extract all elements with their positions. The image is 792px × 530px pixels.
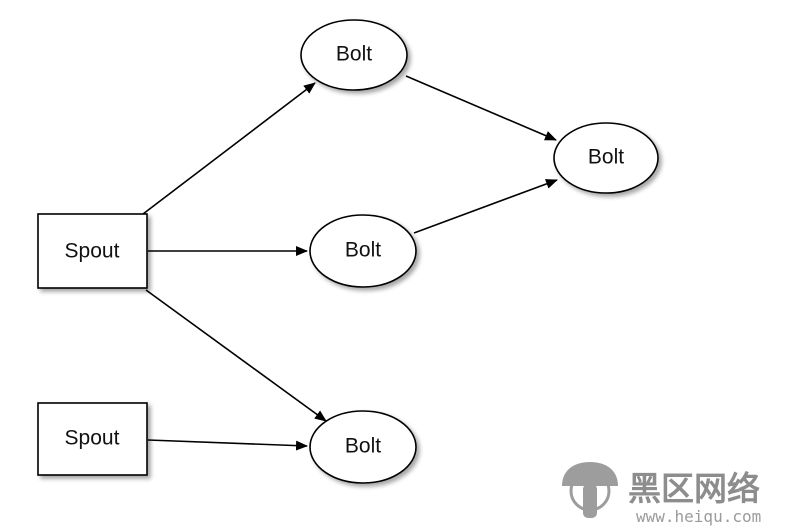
- node-bolt-right-label: Bolt: [588, 146, 624, 169]
- edge-spout2-to-bolt-bottom: [147, 439, 308, 451]
- watermark-title: 黑区网络: [628, 469, 760, 508]
- node-bolt-bottom-label: Bolt: [345, 435, 381, 458]
- edges: [142, 75, 558, 451]
- node-bolt-middle-label: Bolt: [345, 239, 381, 262]
- edge-spout1-to-bolt-bottom: [145, 289, 327, 422]
- edge-spout1-to-bolt-top: [142, 82, 316, 215]
- edge-bolt-middle-to-bolt-right: [413, 179, 558, 234]
- node-spout-1-label: Spout: [65, 240, 120, 263]
- node-bolt-top[interactable]: Bolt: [300, 19, 408, 91]
- node-spout-2-label: Spout: [65, 427, 120, 450]
- node-bolt-bottom[interactable]: Bolt: [309, 410, 417, 484]
- node-bolt-middle[interactable]: Bolt: [309, 214, 417, 288]
- node-bolt-top-label: Bolt: [336, 43, 372, 66]
- edge-bolt-top-to-bolt-right: [405, 75, 557, 141]
- node-spout-2[interactable]: Spout: [37, 402, 148, 476]
- node-spout-1[interactable]: Spout: [37, 213, 148, 289]
- watermark-url: www.heiqu.com: [636, 507, 761, 526]
- watermark: 黑区网络 www.heiqu.com: [562, 462, 761, 526]
- node-bolt-right[interactable]: Bolt: [553, 122, 659, 194]
- mushroom-logo-icon: [562, 462, 618, 518]
